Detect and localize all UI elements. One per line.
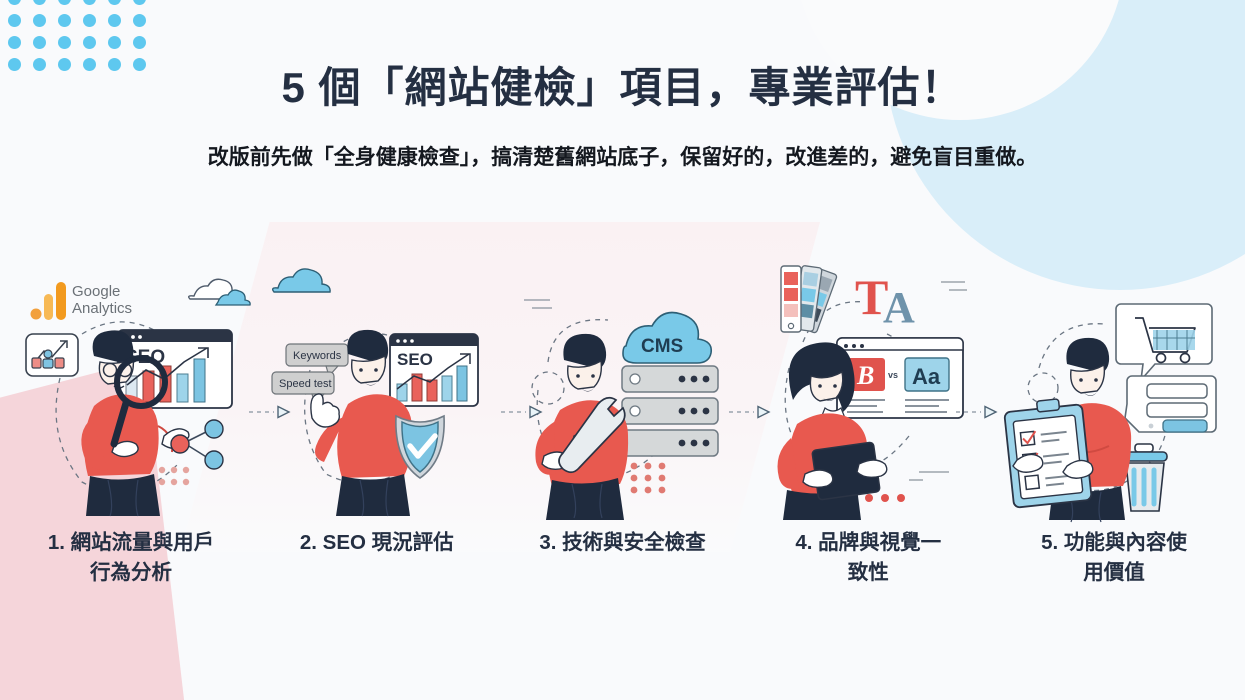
step-5-caption-line1: 5. 功能與內容使 [1041, 531, 1187, 554]
step-1-caption-line1: 1. 網站流量與用戶 [47, 531, 215, 554]
seo-browser-window: SEO [388, 333, 479, 407]
dot-row-small-decor [865, 494, 906, 502]
step-5[interactable]: 5. 功能與內容使 用價值 [1003, 258, 1223, 658]
trash-bin-icon [1122, 443, 1168, 512]
connector-arrow-1 [249, 405, 291, 419]
google-analytics-logo [30, 282, 66, 320]
cms-cloud-icon: CMS [621, 311, 712, 364]
step-3-caption-line1: 3. 技術與安全檢查 [539, 531, 706, 554]
checklist-clipboard-icon [1003, 398, 1094, 509]
step-3-caption: 3. 技術與安全檢查 [539, 528, 705, 558]
step-2[interactable]: Keywords Speed test SEO [268, 258, 486, 658]
speed-test-bubble: Speed test [271, 371, 335, 406]
ga-logo-line1: Google [72, 283, 120, 300]
shopping-cart-bubble [1115, 303, 1213, 383]
step-4[interactable]: T A B vs Aa [759, 258, 977, 658]
speed-test-bubble-label: Speed test [279, 378, 332, 390]
step-1-illustration: SEO [22, 258, 251, 520]
connector-arrow-2 [501, 405, 543, 419]
seo-browser-window: SEO [117, 329, 233, 409]
page-title: 5 個「網站健檢」項目，專業評估！ [281, 64, 964, 111]
svg-text:SEO: SEO [397, 350, 433, 369]
dot-grid-small-decor [158, 466, 190, 486]
cms-cloud-label: CMS [641, 336, 683, 357]
step-2-caption: 2. SEO 現況評估 [300, 528, 454, 558]
typography-letters-icon: T A [855, 269, 915, 332]
dot-grid-small-decor [630, 462, 665, 494]
step-5-caption: 5. 功能與內容使 用價值 [1041, 528, 1187, 587]
user-stats-card [25, 333, 79, 377]
step-4-illustration: T A B vs Aa [759, 258, 977, 520]
connector-arrow-3 [729, 405, 771, 419]
cloud-icon [271, 268, 331, 293]
compare-vs-label: vs [888, 370, 898, 380]
step-2-caption-line1: 2. SEO 現況評估 [299, 531, 454, 554]
compare-right-label: Aa [912, 364, 941, 389]
form-fields-bubble [1124, 375, 1217, 433]
ga-logo-line2: Analytics [72, 300, 132, 317]
step-5-illustration [1003, 258, 1223, 523]
step-4-caption-line1: 4. 品牌與視覺一 [795, 531, 942, 554]
color-swatch-fan-icon [780, 265, 838, 334]
keywords-bubble: Keywords [285, 343, 349, 378]
letter-A: A [883, 283, 915, 332]
compare-left-label: B [856, 361, 874, 390]
letter-T: T [855, 269, 888, 325]
step-2-illustration: Keywords Speed test SEO [268, 258, 486, 520]
step-5-caption-line2: 用價值 [1083, 560, 1145, 584]
network-nodes-icon [170, 419, 224, 470]
step-4-caption-line2: 致性 [847, 560, 889, 584]
server-rack-icon [620, 365, 719, 457]
step-3[interactable]: CMS [514, 258, 732, 658]
step-1-caption: 1. 網站流量與用戶 行為分析 [48, 528, 214, 587]
page-subtitle: 改版前先做「全身健康檢查」，搞清楚舊網站底子，保留好的，改進差的，避免盲目重做。 [207, 146, 1038, 170]
step-1[interactable]: SEO [22, 258, 251, 658]
compare-browser-window: B vs Aa [836, 337, 965, 419]
step-1-caption-line2: 行為分析 [89, 560, 172, 584]
keywords-bubble-label: Keywords [293, 350, 342, 362]
connector-arrow-4 [956, 405, 998, 419]
step-4-caption: 4. 品牌與視覺一 致性 [795, 528, 941, 587]
steps-row: SEO [0, 258, 1245, 658]
step-3-illustration: CMS [514, 258, 732, 520]
header: 5 個「網站健檢」項目，專業評估！ 改版前先做「全身健康檢查」，搞清楚舊網站底子… [0, 62, 1245, 173]
